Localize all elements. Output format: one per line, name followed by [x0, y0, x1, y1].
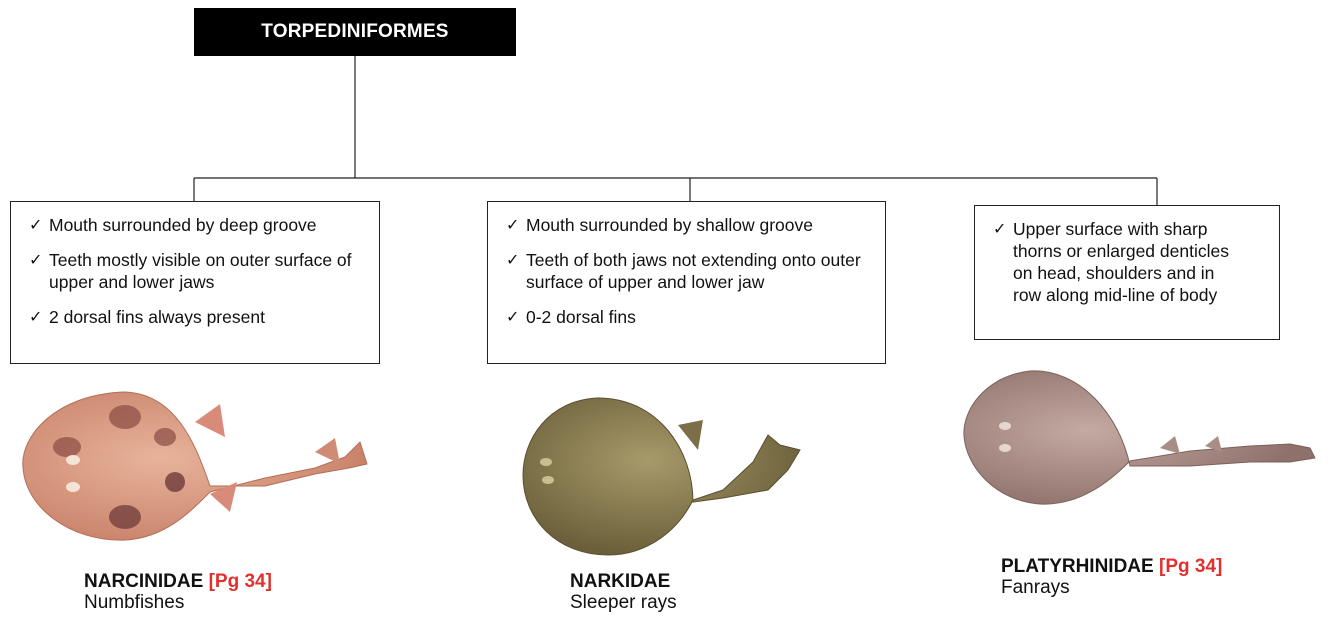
criterion: ✓2 dorsal fins always present [29, 306, 365, 328]
page-reference: [Pg 34] [209, 571, 272, 592]
criterion: ✓Mouth surrounded by shallow groove [506, 214, 871, 236]
caption-platyrhinidae: PLATYRHINIDAE [Pg 34] Fanrays [1001, 556, 1222, 598]
page-reference: [Pg 34] [1159, 556, 1222, 577]
caption-narcinidae: NARCINIDAE [Pg 34] Numbfishes [84, 571, 272, 613]
narkidae-fish-image [518, 390, 808, 560]
criteria-box-narkidae: ✓Mouth surrounded by shallow groove ✓Tee… [487, 201, 886, 364]
common-name: Fanrays [1001, 577, 1222, 598]
common-name: Numbfishes [84, 592, 272, 613]
criteria-box-narcinidae: ✓Mouth surrounded by deep groove ✓Teeth … [10, 201, 380, 364]
criteria-box-platyrhinidae: ✓Upper surface with sharp thorns or enla… [974, 205, 1280, 340]
criterion: ✓Teeth mostly visible on outer surface o… [29, 249, 365, 293]
check-icon: ✓ [506, 249, 519, 271]
platyrhinidae-fish-image [960, 366, 1330, 506]
criterion: ✓Teeth of both jaws not extending onto o… [506, 249, 871, 293]
check-icon: ✓ [993, 218, 1006, 240]
common-name: Sleeper rays [570, 592, 677, 613]
check-icon: ✓ [506, 214, 519, 236]
check-icon: ✓ [506, 306, 519, 328]
check-icon: ✓ [29, 306, 42, 328]
criterion: ✓0-2 dorsal fins [506, 306, 871, 328]
criterion: ✓Upper surface with sharp thorns or enla… [993, 218, 1239, 306]
criterion: ✓Mouth surrounded by deep groove [29, 214, 365, 236]
root-label: TORPEDINIFORMES [261, 21, 448, 43]
check-icon: ✓ [29, 214, 42, 236]
narcinidae-fish-image [15, 382, 375, 552]
family-name: PLATYRHINIDAE [1001, 556, 1154, 577]
check-icon: ✓ [29, 249, 42, 271]
root-node: TORPEDINIFORMES [194, 8, 516, 56]
caption-narkidae: NARKIDAE Sleeper rays [570, 571, 677, 613]
family-name: NARKIDAE [570, 571, 670, 592]
family-name: NARCINIDAE [84, 571, 203, 592]
